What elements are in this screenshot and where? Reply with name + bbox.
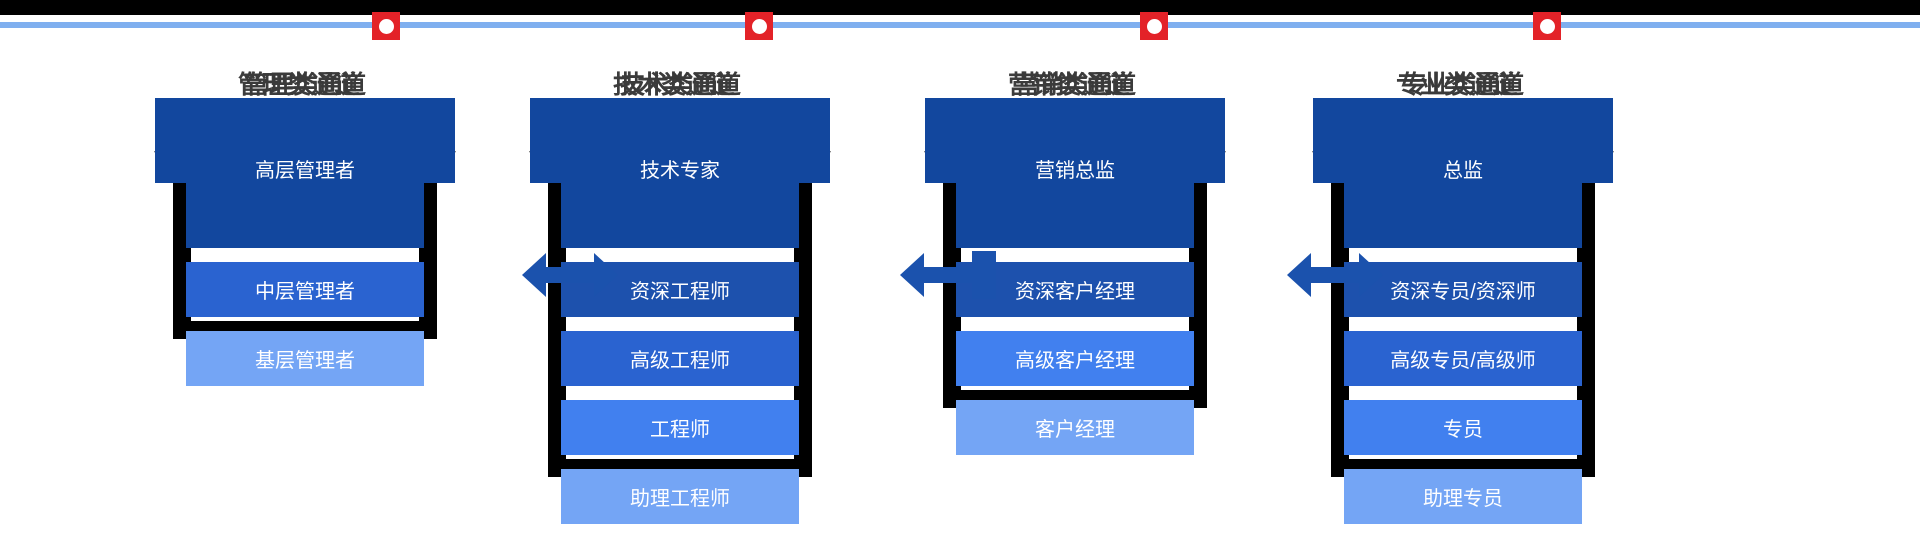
track-top-level-management[interactable]: [155, 98, 455, 183]
marker-dot-icon: [751, 18, 767, 34]
level-management-2[interactable]: 基层管理者: [186, 331, 424, 386]
level-technical-4[interactable]: 助理工程师: [561, 469, 799, 524]
career-track-marketing: 营销类通道营销总监资深客户经理高级客户经理客户经理: [880, 0, 1270, 551]
track-title-professional: 专业类通道: [1402, 71, 1524, 99]
level-label-marketing-0: 营销总监: [1035, 159, 1115, 182]
arrow-marketing-professional: [1287, 253, 1383, 297]
level-professional-3[interactable]: 专员: [1344, 400, 1582, 455]
career-track-professional: 专业类通道总监资深专员/资深师高级专员/高级师专员助理专员: [1268, 0, 1658, 551]
level-label-management-0: 高层管理者: [255, 159, 355, 182]
career-track-technical: 技术类通道技术专家资深工程师高级工程师工程师助理工程师: [485, 0, 875, 551]
track-top-level-body-professional[interactable]: [1344, 183, 1582, 248]
level-label-technical-0: 技术专家: [640, 159, 720, 182]
career-track-management: 管理类通道高层管理者中层管理者基层管理者: [110, 0, 500, 551]
timeline-marker-4[interactable]: [1533, 12, 1561, 40]
level-marketing-2[interactable]: 高级客户经理: [956, 331, 1194, 386]
marker-dot-icon: [1539, 18, 1555, 34]
timeline-marker-2[interactable]: [745, 12, 773, 40]
track-top-level-body-marketing[interactable]: [956, 183, 1194, 248]
track-top-level-body-management[interactable]: [186, 183, 424, 248]
track-top-level-professional[interactable]: [1313, 98, 1613, 183]
horizontal-blue-rule: [0, 22, 1920, 28]
level-management-1[interactable]: 中层管理者: [186, 262, 424, 317]
track-top-level-body-technical[interactable]: [561, 183, 799, 248]
level-professional-1[interactable]: 资深专员/资深师: [1344, 262, 1582, 317]
level-technical-3[interactable]: 工程师: [561, 400, 799, 455]
top-black-bar: [0, 0, 1920, 15]
marker-dot-icon: [378, 18, 394, 34]
arrow-management-technical: [522, 253, 618, 297]
timeline-marker-1[interactable]: [372, 12, 400, 40]
level-professional-4[interactable]: 助理专员: [1344, 469, 1582, 524]
track-top-level-technical[interactable]: [530, 98, 830, 183]
track-title-marketing: 营销类通道: [1014, 71, 1136, 99]
track-top-level-marketing[interactable]: [925, 98, 1225, 183]
timeline-marker-3[interactable]: [1140, 12, 1168, 40]
level-marketing-3[interactable]: 客户经理: [956, 400, 1194, 455]
marker-dot-icon: [1146, 18, 1162, 34]
level-technical-2[interactable]: 高级工程师: [561, 331, 799, 386]
track-title-technical: 技术类通道: [619, 71, 741, 99]
level-professional-2[interactable]: 高级专员/高级师: [1344, 331, 1582, 386]
track-title-management: 管理类通道: [244, 71, 366, 99]
arrow-technical-marketing: [900, 251, 996, 299]
level-label-professional-0: 总监: [1443, 159, 1483, 182]
